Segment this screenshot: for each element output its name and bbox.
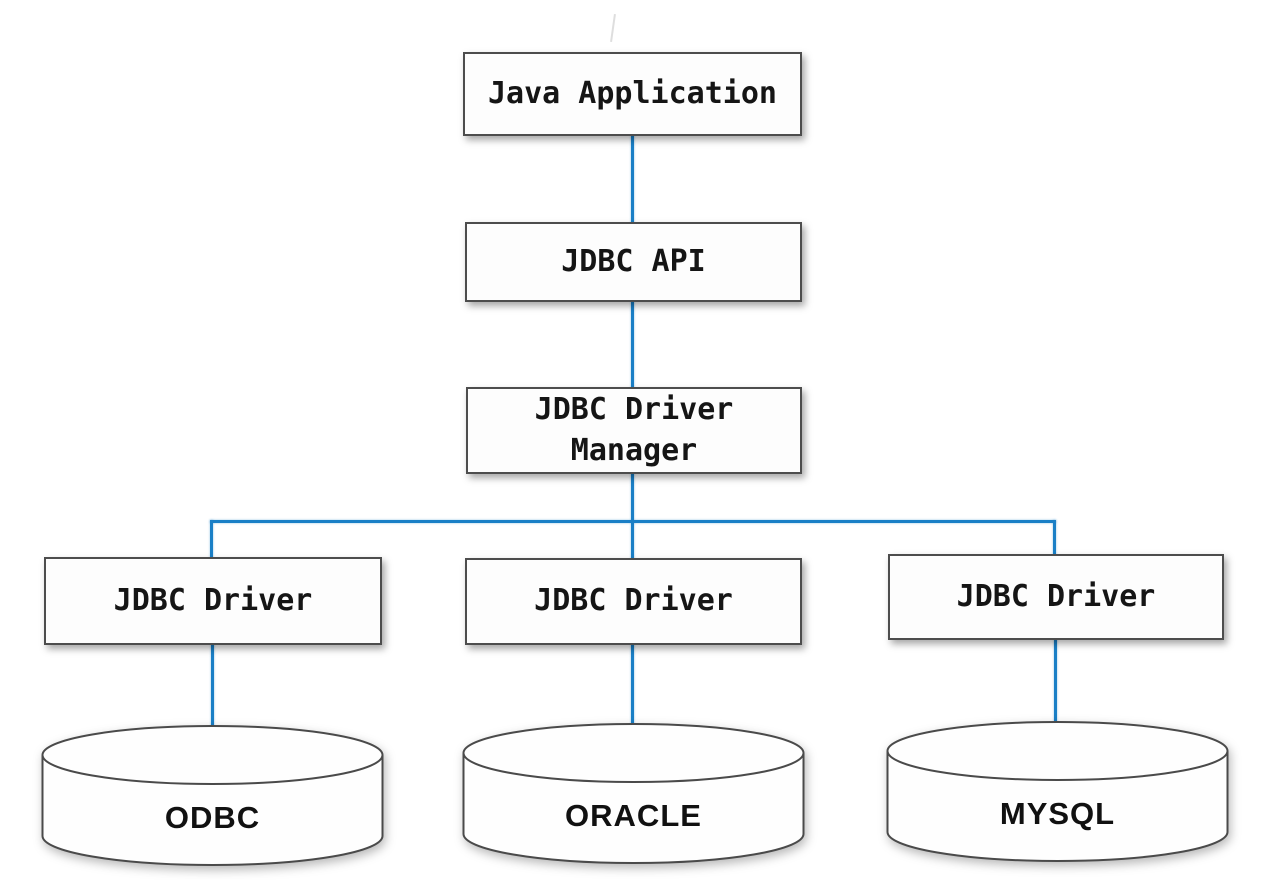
artifact-mark: [610, 13, 616, 43]
database-oracle-label: ORACLE: [565, 798, 702, 833]
database-mysql: MYSQL: [885, 720, 1230, 870]
database-cylinder-icon: [462, 723, 805, 864]
node-java-application-label: Java Application: [488, 75, 777, 111]
connector-api-to-manager: [631, 300, 634, 390]
node-jdbc-driver-left-label: JDBC Driver: [113, 582, 313, 618]
node-jdbc-driver-right: JDBC Driver: [888, 554, 1224, 640]
node-jdbc-api-label: JDBC API: [561, 243, 706, 279]
connector-left-driver-to-odbc: [211, 643, 214, 731]
connector-branch-horizontal: [210, 520, 1056, 523]
database-cylinder-icon: [886, 721, 1229, 862]
connector-app-to-api: [631, 134, 634, 225]
node-jdbc-driver-right-label: JDBC Driver: [956, 578, 1156, 614]
connector-manager-to-middle-driver: [631, 472, 634, 561]
connector-middle-driver-to-oracle: [631, 643, 634, 728]
database-cylinder-icon: [41, 725, 384, 866]
node-jdbc-driver-middle-label: JDBC Driver: [534, 583, 733, 619]
database-mysql-label: MYSQL: [999, 796, 1116, 831]
node-jdbc-driver-manager: JDBC Driver Manager: [466, 387, 802, 474]
node-java-application: Java Application: [463, 52, 802, 136]
connector-branch-right-stub: [1053, 520, 1056, 557]
connector-right-driver-to-mysql: [1054, 638, 1057, 726]
node-jdbc-driver-manager-label: JDBC Driver Manager: [534, 392, 734, 468]
connector-branch-left-stub: [210, 520, 213, 560]
node-jdbc-api: JDBC API: [465, 222, 802, 302]
database-odbc: ODBC: [40, 724, 385, 874]
node-jdbc-driver-middle: JDBC Driver: [465, 558, 802, 645]
database-odbc-label: ODBC: [164, 800, 261, 835]
database-oracle: ORACLE: [461, 722, 806, 872]
node-jdbc-driver-left: JDBC Driver: [44, 557, 382, 645]
